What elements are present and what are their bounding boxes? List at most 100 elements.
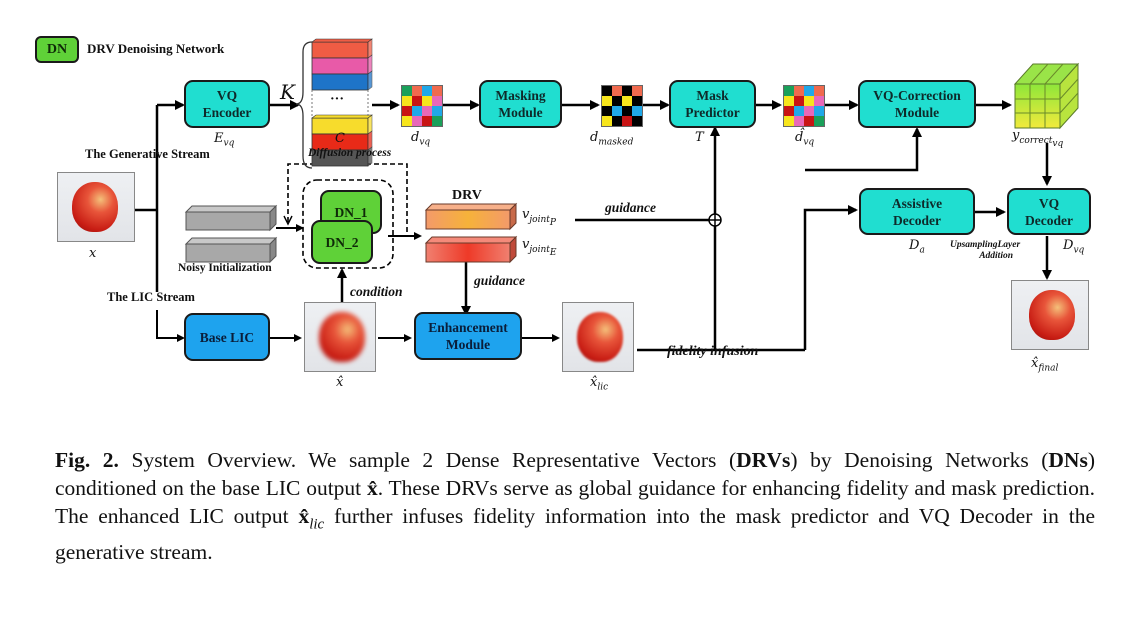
ve-symbol: v (522, 237, 530, 252)
enhancement-line1: Enhancement (428, 320, 508, 335)
token-cell (412, 86, 422, 96)
token-cell (412, 96, 422, 106)
upsampling-line1: UpsamplingLayer (950, 240, 1021, 250)
noisy-initialization-label: Noisy Initialization (178, 262, 272, 274)
assistive-line2: Decoder (893, 212, 941, 228)
ve-sub: joint (529, 244, 550, 255)
token-cell (814, 106, 824, 116)
d-masked-label: dmasked (590, 130, 633, 148)
legend-badge-text: DN (46, 42, 68, 57)
vq-encoder-line1: VQ (216, 88, 238, 103)
enhancement-line2: Module (445, 337, 491, 352)
token-cell (794, 106, 804, 116)
x-hat-image (304, 302, 376, 372)
d-masked-symbol: d (590, 130, 599, 145)
x-lic-label: x̂lic (590, 375, 608, 393)
assistive-decoder-symbol: Da (909, 238, 925, 256)
mask-predictor-symbol: T (695, 130, 704, 145)
token-cell (612, 106, 622, 116)
generative-stream-label: The Generative Stream (85, 147, 210, 161)
token-cell (794, 86, 804, 96)
x-hat-label: x̂ (336, 375, 344, 390)
token-cell (432, 106, 442, 116)
base-lic-label: Base LIC (199, 329, 255, 345)
caption-bold-dns: DNs (1048, 448, 1088, 472)
base-lic-block: Base LIC (184, 313, 270, 361)
d-vq-label: dvq (411, 130, 430, 148)
predictor-line2: Predictor (685, 105, 740, 120)
vq-decoder-line1: VQ (1038, 195, 1060, 211)
codebook-entry (311, 73, 369, 91)
predictor-line1: Mask (696, 88, 729, 103)
token-cell (422, 106, 432, 116)
token-cell (432, 116, 442, 126)
d-vq-sub: vq (419, 137, 431, 148)
y-symbol: y (1012, 128, 1020, 143)
token-cell (602, 116, 612, 126)
token-cell (814, 86, 824, 96)
dn2-block: DN_2 (311, 220, 373, 264)
token-cell (612, 86, 622, 96)
y-correct-cube (1013, 62, 1080, 130)
y-sub: correct (1019, 135, 1053, 146)
wire-to-base-lic (156, 310, 185, 342)
v-joint-e-label: vjointE (522, 237, 556, 257)
d-hat-vq-token-grid (783, 85, 825, 127)
token-cell (784, 96, 794, 106)
x-final-sub: final (1038, 363, 1059, 374)
vq-encoder-line2: Encoder (202, 105, 252, 120)
caption-bold-xlic: x̂ (298, 504, 310, 528)
token-cell (814, 116, 824, 126)
token-cell (402, 116, 412, 126)
codebook-gap (311, 90, 369, 118)
token-cell (622, 116, 632, 126)
k-label: K (280, 80, 295, 104)
token-cell (402, 106, 412, 116)
masking-line2: Module (498, 105, 543, 120)
token-cell (422, 96, 432, 106)
diffusion-loop (287, 163, 408, 232)
drv-vectors (424, 202, 518, 264)
x-label: x (89, 246, 97, 261)
masking-line1: Masking (495, 88, 546, 103)
codebook-entry-top (311, 38, 373, 43)
codebook-entry (311, 57, 369, 75)
vp-subsub: P (549, 217, 556, 228)
codebook-stack (311, 38, 373, 167)
token-cell (632, 116, 642, 126)
apple-image (72, 182, 118, 232)
token-cell (402, 86, 412, 96)
x-final-symbol: x̂ (1031, 356, 1039, 371)
guidance-down-label: guidance (474, 273, 526, 288)
d-vq-token-grid (401, 85, 443, 127)
correction-line2: Module (894, 105, 940, 120)
assistive-line1: Assistive (891, 195, 943, 211)
d-hat-symbol: d̂ (795, 130, 804, 145)
token-cell (612, 96, 622, 106)
token-cell (412, 116, 422, 126)
token-cell (422, 116, 432, 126)
token-cell (804, 116, 814, 126)
token-cell (622, 86, 632, 96)
caption-fig-number: Fig. 2. (55, 448, 119, 472)
input-image-x (57, 172, 135, 242)
connector-lines (135, 38, 1080, 352)
drv-joint-e (425, 242, 511, 263)
vp-sub: joint (529, 214, 550, 225)
token-cell (804, 96, 814, 106)
caption-text-4: . These DRVs serve as global guidance fo… (55, 476, 1095, 528)
codebook-entry-side (367, 70, 373, 91)
upsampling-line2: Addition (979, 251, 1013, 261)
token-cell (804, 86, 814, 96)
dn1-label: DN_1 (334, 204, 368, 220)
caption-bold-xhat: x̂ (366, 476, 378, 500)
codebook-dots: ··· (330, 92, 345, 107)
figure-caption: Fig. 2. System Overview. We sample 2 Den… (55, 446, 1095, 566)
d-masked-sub: masked (598, 137, 634, 148)
token-cell (784, 116, 794, 126)
token-cell (632, 106, 642, 116)
drv-joint-p (425, 209, 511, 230)
